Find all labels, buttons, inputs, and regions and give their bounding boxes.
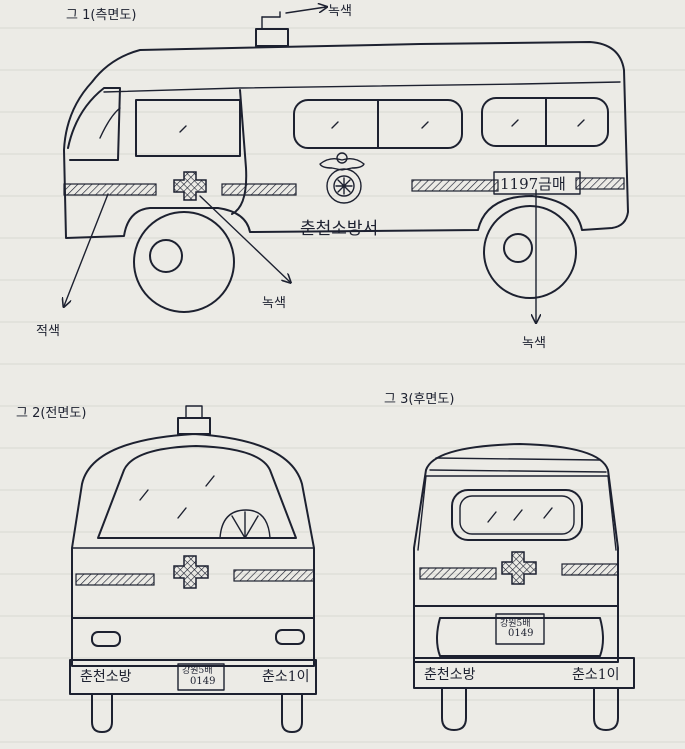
rear-lower-panel (436, 617, 604, 657)
green-cross-side (173, 171, 207, 201)
rear-wheel (483, 205, 577, 299)
caption-side-view: 그 1(측면도) (66, 8, 137, 23)
green-cross-rear (501, 551, 537, 585)
side-station-name: 춘천소방서 (300, 219, 379, 239)
rear-view (413, 443, 635, 731)
wiper-arc (219, 509, 271, 539)
side-plate-box (493, 171, 581, 195)
stripe-tail (575, 177, 625, 190)
rear-bumper (413, 657, 635, 689)
rear-plate-top: 강원5배 (500, 619, 531, 629)
caption-front-view: 그 2(전면도) (16, 406, 87, 421)
stripe-front-red (63, 183, 157, 196)
rear-bumper-left-text: 춘천소방 (424, 667, 476, 683)
stripe-rear (411, 179, 499, 192)
green-cross-front (173, 555, 209, 589)
paper-grid (0, 27, 685, 743)
headlight-right (275, 629, 305, 645)
headlight-left (91, 631, 121, 647)
rear-window (451, 489, 583, 541)
rear-plate-bottom: 0149 (508, 628, 534, 639)
front-bumper-right-text: 춘소1이 (262, 669, 310, 685)
cross-color-note: 녹색 (262, 296, 286, 311)
rear-stripe-color-note: 녹색 (522, 336, 546, 351)
roof-light-front (177, 417, 211, 435)
rear-stripe-right (561, 563, 619, 576)
side-plate-number: 1197금매 (500, 175, 566, 193)
van-body-side (63, 41, 629, 239)
front-plate-bottom: 0149 (190, 676, 216, 687)
front-windshield (97, 445, 297, 539)
front-plate-top: 강원5배 (182, 666, 213, 676)
front-bumper-left-text: 춘천소방 (80, 669, 132, 685)
roof-light-side (255, 28, 289, 47)
rear-bumper-right-text: 춘소1이 (572, 667, 620, 683)
side-view (63, 7, 629, 322)
front-plate (177, 663, 225, 691)
front-stripe-right (233, 569, 315, 582)
front-bumper (69, 659, 317, 695)
rear-plate (495, 613, 545, 645)
rear-stripe-left (419, 567, 497, 580)
stripe-middle (221, 183, 297, 196)
front-view (69, 405, 317, 733)
front-stripe-left (75, 573, 155, 586)
roof-light-color-note: 녹색 (328, 4, 352, 19)
fire-dept-emblem (319, 152, 365, 204)
front-stripe-color-note: 적색 (36, 324, 60, 339)
caption-rear-view: 그 3(후면도) (384, 392, 455, 407)
front-wheel (133, 211, 235, 313)
front-side-window (135, 99, 241, 157)
van-body-front (71, 433, 315, 667)
